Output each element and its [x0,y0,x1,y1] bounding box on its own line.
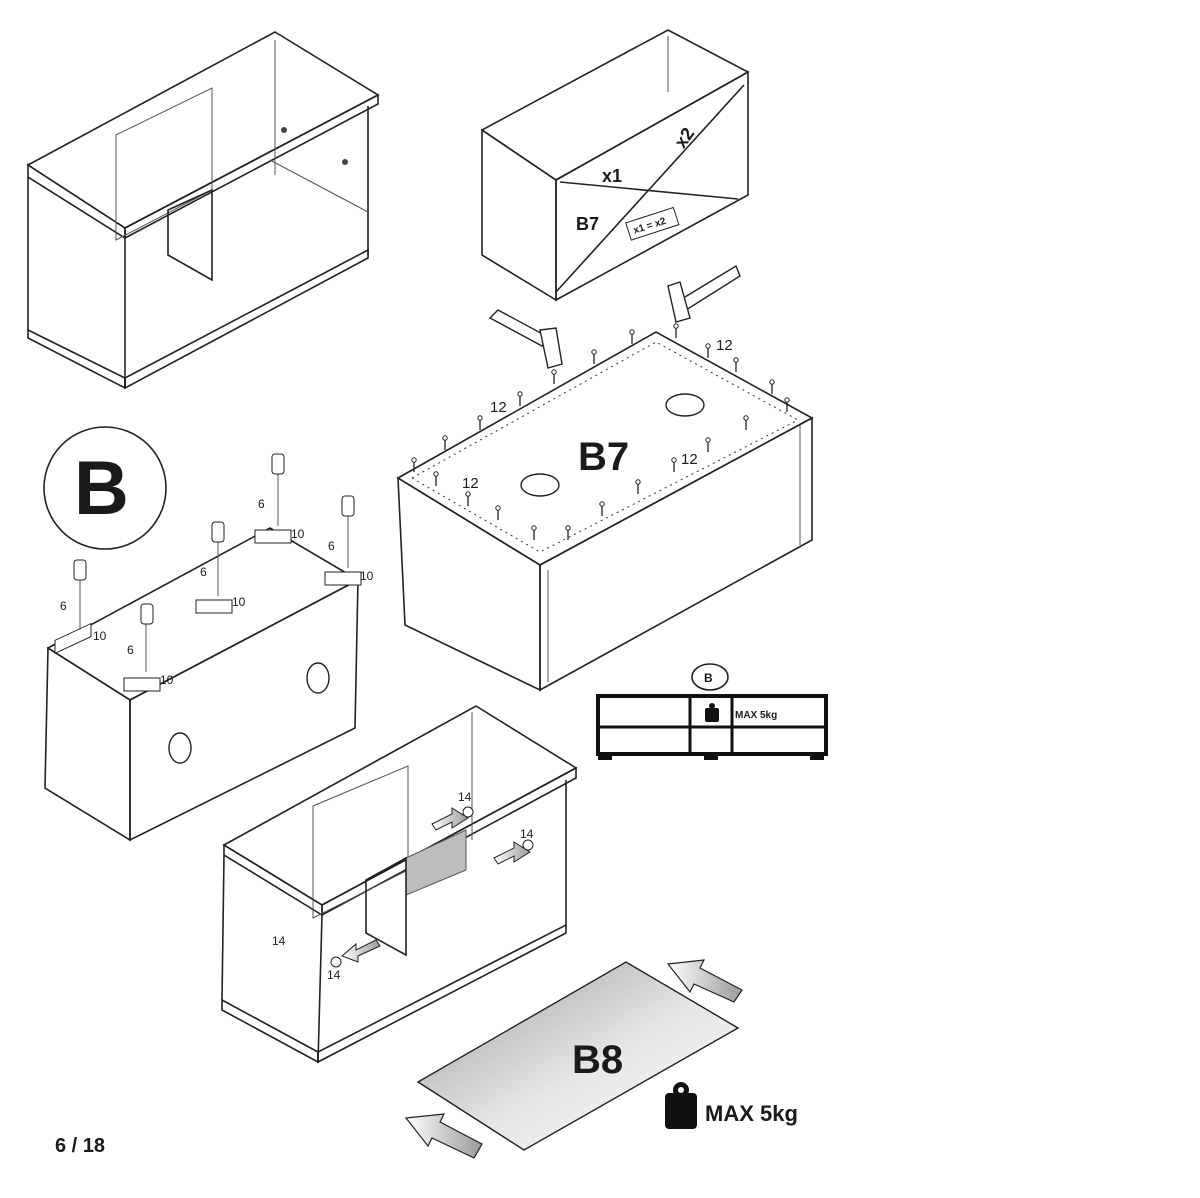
screw-count-label: 10 [160,673,174,687]
weight-icon [665,1082,697,1129]
dowel-count-label: 6 [200,565,207,579]
hammer-icon [488,309,563,369]
panel-b7-nailing: B7 12 12 12 12 [396,331,814,692]
screw-count-label: 10 [291,527,305,541]
foot-set: 6 10 6 10 6 10 6 10 6 10 [54,453,374,692]
nail-count-label: 12 [462,475,479,492]
panel-b7-label: B7 [578,435,629,479]
screwdriver-icon [73,453,355,625]
pin-count-label: 14 [520,827,534,841]
legend-badge-letter: B [704,671,713,685]
screw-count-label: 10 [93,629,107,643]
cabinet-back-feet [44,527,360,842]
screw-count-label: 10 [360,569,374,583]
cabinet-shelf-pins: 14 14 14 14 [221,705,578,1064]
panel-b8-shelf: B8 MAX 5kg [404,959,798,1159]
diagonal-1-label: x1 [602,166,622,186]
hammer-icon [667,264,741,323]
diagonal-condition-box: x1 = x2 [625,206,680,241]
pin-count-label: 14 [327,968,341,982]
dowel-count-label: 6 [258,497,265,511]
dowel-count-label: 6 [127,643,134,657]
panel-b7-back-label: B7 [576,214,599,234]
step-letter: B [74,446,129,531]
dowel-count-label: 6 [328,539,335,553]
arrow-icon [341,807,531,963]
panel-b8-label: B8 [572,1038,623,1082]
page-number: 6 / 18 [55,1135,105,1157]
nail-count-label: 12 [716,337,733,354]
screw-count-label: 10 [232,595,246,609]
shelf-max-load-label: MAX 5kg [705,1101,798,1126]
pin-count-label: 14 [458,790,472,804]
step-badge: B [43,426,167,550]
diagonal-2-label: x2 [670,124,698,152]
weight-icon [705,703,719,722]
nail-count-label: 12 [681,451,698,468]
nail-set [411,323,790,541]
dowel-count-label: 6 [60,599,67,613]
legend-max-load-label: MAX 5kg [735,710,777,721]
pin-count-label: 14 [272,934,286,948]
arrow-icon [404,959,743,1159]
nail-count-label: 12 [490,399,507,416]
cabinet-diagonal-check: x1 x2 B7 x1 = x2 [480,29,750,302]
cabinet-open-top-left [26,31,380,390]
load-legend: B MAX 5kg [596,663,828,760]
